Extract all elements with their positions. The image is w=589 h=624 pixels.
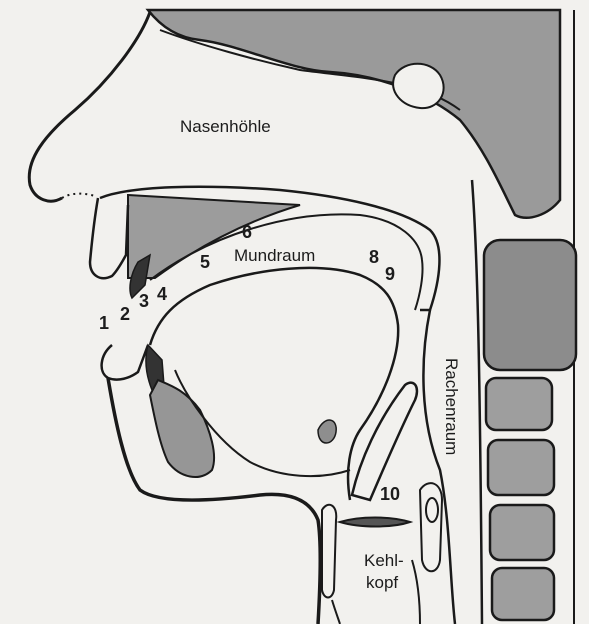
vertebrae (484, 240, 576, 620)
nose-profile (29, 12, 150, 201)
place-number-3: 3 (139, 292, 149, 310)
vocal-folds (340, 518, 410, 527)
place-number-9: 9 (385, 265, 395, 283)
vertebra (486, 378, 552, 430)
oral-cavity-label: Mundraum (234, 247, 315, 264)
chin-jaw-outline (108, 378, 320, 624)
thyroid-cartilage (322, 505, 336, 598)
place-number-4: 4 (157, 285, 167, 303)
lower-lip (102, 345, 148, 380)
vertebra (488, 440, 554, 495)
hyoid-bone (318, 420, 336, 443)
nasal-cavity-label: Nasenhöhle (180, 118, 271, 135)
upper-lip (90, 198, 128, 278)
epiglottis (352, 383, 417, 500)
hard-palate (128, 195, 300, 278)
larynx-label-line2: kopf (366, 574, 398, 591)
place-number-6: 6 (242, 223, 252, 241)
vertebra (492, 568, 554, 620)
trachea-front (332, 600, 340, 624)
larynx-back (412, 560, 420, 624)
place-number-5: 5 (200, 253, 210, 271)
place-number-1: 1 (99, 314, 109, 332)
sinus-cavity (393, 64, 443, 108)
arytenoid (420, 483, 442, 571)
place-number-8: 8 (369, 248, 379, 266)
pharynx-label: Rachenraum (443, 358, 460, 455)
mandible (150, 380, 214, 477)
larynx-label-line1: Kehl- (364, 552, 404, 569)
place-number-10: 10 (380, 485, 400, 503)
nostril-dotted (62, 194, 95, 198)
vertebra (490, 505, 554, 560)
spine-front-line (472, 180, 482, 624)
place-number-2: 2 (120, 305, 130, 323)
vertebra (484, 240, 576, 370)
